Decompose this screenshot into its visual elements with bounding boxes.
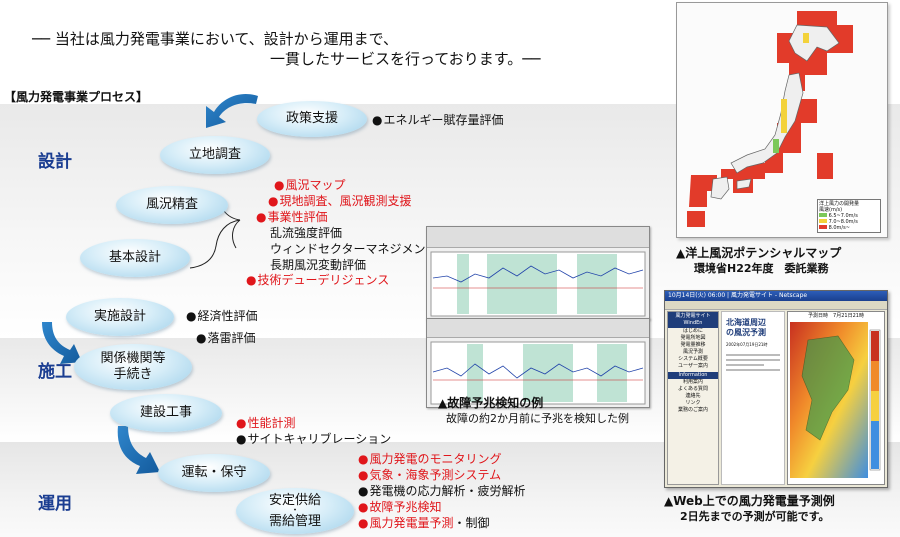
step-wind-assessment: 風況精査 — [116, 186, 228, 224]
item-lightning-evaluation: 落雷評価 — [196, 331, 255, 345]
item-monitoring: 風力発電のモニタリング — [358, 452, 501, 466]
web-main: 北海道周辺 の風況予測 2002年07月19日21時 — [721, 311, 785, 485]
item-wind-sector-management: ウィンドセクターマネジメント — [270, 242, 438, 256]
item-economic-evaluation: 経済性評価 — [186, 309, 257, 323]
map-legend-row-1: 6.5~7.0m/s — [819, 213, 879, 219]
map-legend-row-2: 7.0~8.0m/s — [819, 219, 879, 225]
map-subcaption: 環境省H22年度 委託業務 — [694, 262, 829, 275]
item-site-survey-support: 現地調査、風況観測支援 — [268, 194, 411, 208]
fault-chart-window-2 — [426, 318, 650, 408]
map-legend-2: 7.0~8.0m/s — [828, 219, 858, 225]
map-legend: 洋上風力の開発量 風速(m/s) 6.5~7.0m/s 7.0~8.0m/s 8… — [817, 199, 881, 233]
map-legend-title: 洋上風力の開発量 — [819, 201, 860, 207]
fault-chart-2-plot — [430, 341, 646, 405]
step-construction: 建設工事 — [110, 394, 222, 432]
item-fault-detection: 故障予兆検知 — [358, 500, 441, 514]
web-sidebar-link-1[interactable]: はじめに — [682, 328, 703, 334]
web-chart-header: 予測日時 7月21日21時 — [808, 313, 864, 319]
web-main-title-1: 北海道周辺 — [726, 318, 766, 327]
web-sidebar-sub: WindEn — [683, 320, 703, 326]
map-legend-3: 8.0m/s~ — [828, 225, 850, 231]
web-window-title: 10月14日(火) 06:00 | 風力発電サイト - Netscape — [668, 292, 808, 299]
web-sidebar-info-1[interactable]: 利用案内 — [682, 379, 703, 385]
step-stable-supply: 安定供給 ・ 需給管理 — [236, 488, 354, 534]
item-power-forecast-control: ・制御 — [453, 516, 490, 530]
fault-chart-2-toolbar — [427, 319, 649, 338]
fault-subcaption: 故障の約2か月前に予兆を検知した例 — [446, 412, 629, 425]
map-legend-1: 6.5~7.0m/s — [828, 213, 858, 219]
header-line-1: ── 当社は風力発電事業において、設計から運用まで、 — [32, 30, 399, 48]
map-legend-row-3: 8.0m/s~ — [819, 225, 879, 231]
map-caption: ▲洋上風況ポテンシャルマップ — [676, 246, 842, 260]
step-procedures-line-2: 手続き — [113, 367, 153, 382]
step-procedures-line-1: 関係機関等 — [100, 351, 166, 366]
step-basic-design: 基本設計 — [80, 239, 190, 277]
web-forecast-chart: 予測日時 7月21日21時 — [787, 311, 885, 485]
web-main-date: 2002年07月19日21時 — [726, 342, 768, 347]
web-sidebar-link-5[interactable]: システム概要 — [678, 356, 708, 362]
item-turbulence: 乱流強度評価 — [270, 226, 343, 240]
step-operation-maintenance: 運転・保守 — [158, 454, 270, 492]
item-business-evaluation: 事業性評価 — [256, 210, 327, 224]
step-stable-supply-line-1: 安定供給 — [268, 492, 321, 508]
fault-chart-1-toolbar — [427, 227, 649, 248]
item-weather-forecast: 気象・海象予測システム — [358, 468, 501, 482]
offshore-wind-map: 洋上風力の開発量 風速(m/s) 6.5~7.0m/s 7.0~8.0m/s 8… — [676, 2, 888, 238]
web-sidebar-title: 風力発電サイト — [675, 313, 711, 319]
item-stress-analysis: 発電機の応力解析・疲労解析 — [358, 484, 525, 498]
step-detailed-design: 実施設計 — [66, 298, 174, 336]
web-sidebar-link-3[interactable]: 発電量推移 — [680, 342, 706, 348]
item-due-diligence: 技術デューデリジェンス — [246, 273, 389, 287]
web-window-toolbar — [665, 301, 887, 310]
japan-map-icon — [677, 3, 887, 237]
fault-chart-window-1 — [426, 226, 650, 320]
web-sidebar-info-header: Information — [668, 372, 718, 379]
step-stable-supply-line-3: 需給管理 — [268, 513, 321, 529]
web-sidebar-link-6[interactable]: ユーザー案内 — [678, 363, 708, 369]
header-line-2: 一貫したサービスを行っております。── — [270, 50, 541, 68]
step-stable-supply-line-2: ・ — [290, 505, 300, 516]
step-policy: 政策支援 — [257, 101, 367, 137]
phase-operation: 運用 — [38, 494, 72, 514]
phase-construction: 施工 — [38, 362, 72, 382]
item-power-forecast-red: 風力発電量予測 — [358, 516, 454, 530]
process-title: 【風力発電事業プロセス】 — [4, 90, 149, 104]
web-forecast-window: 10月14日(火) 06:00 | 風力発電サイト - Netscape 風力発… — [664, 290, 888, 488]
fault-chart-1-plot — [430, 251, 646, 317]
web-sidebar: 風力発電サイト WindEn はじめに 発電所地図 発電量推移 風況予測 システ… — [667, 311, 719, 485]
web-sidebar-info-4[interactable]: リンク — [685, 400, 701, 406]
web-caption: ▲Web上での風力発電量予測例 — [664, 494, 835, 508]
web-sidebar-link-2[interactable]: 発電所地図 — [680, 335, 706, 341]
map-legend-unit: 風速(m/s) — [819, 207, 843, 213]
web-subcaption: 2日先までの予測が可能です。 — [680, 510, 830, 523]
item-energy-potential: エネルギー賦存量評価 — [372, 113, 503, 127]
fault-caption: ▲故障予兆検知の例 — [438, 396, 544, 410]
web-main-text-lines — [726, 354, 780, 371]
web-window-titlebar: 10月14日(火) 06:00 | 風力発電サイト - Netscape — [665, 291, 887, 301]
web-sidebar-info-5[interactable]: 業務のご案内 — [677, 407, 708, 413]
web-sidebar-info-3[interactable]: 連絡先 — [685, 393, 701, 399]
web-sidebar-info-2[interactable]: よくある質問 — [677, 386, 708, 392]
step-site-survey: 立地調査 — [160, 136, 270, 174]
step-procedures: 関係機関等 手続き — [74, 344, 192, 390]
hokkaido-forecast-map — [790, 322, 881, 478]
phase-design: 設計 — [38, 152, 72, 172]
item-wind-map: 風況マップ — [274, 178, 345, 192]
item-long-term-wind: 長期風況変動評価 — [270, 258, 367, 272]
web-main-title-2: の風況予測 — [726, 328, 766, 337]
item-power-forecast: 風力発電量予測・制御 — [358, 516, 490, 530]
item-performance-measurement: 性能計測 — [236, 416, 295, 430]
web-sidebar-link-4[interactable]: 風況予測 — [682, 349, 703, 355]
item-site-calibration: サイトキャリブレーション — [236, 432, 391, 446]
web-sidebar-header: 風力発電サイト WindEn — [668, 312, 718, 328]
